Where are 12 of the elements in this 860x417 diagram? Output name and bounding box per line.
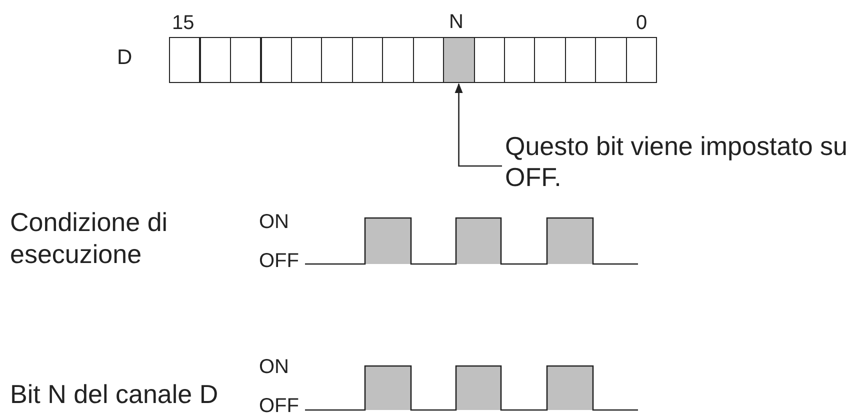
leader-arrow <box>454 83 502 167</box>
bit-number: 0 <box>636 12 648 34</box>
highlighted-bit-cell <box>442 37 475 83</box>
level-label: ON <box>259 356 289 378</box>
level-label: ON <box>259 211 289 233</box>
bit-number: N <box>448 11 464 33</box>
channel-name: D <box>117 47 132 69</box>
bit-number: 15 <box>172 12 194 34</box>
level-label: OFF <box>259 250 299 272</box>
signal-name: Condizione di esecuzione <box>10 206 169 270</box>
level-label: OFF <box>259 395 299 417</box>
callout-text: Questo bit viene impostato su OFF. <box>505 131 860 193</box>
